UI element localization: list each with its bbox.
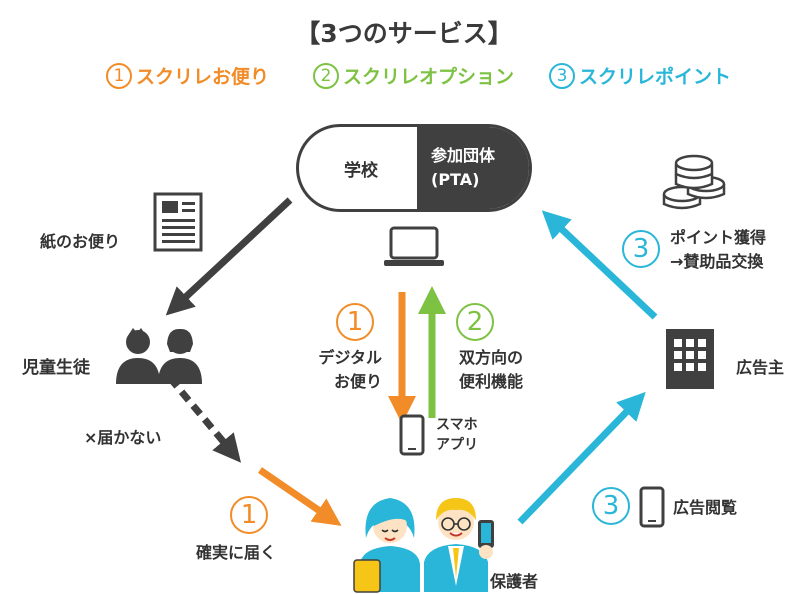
document-icon bbox=[153, 192, 203, 252]
guardians-icon bbox=[353, 498, 494, 593]
school-label: 学校 bbox=[344, 160, 378, 181]
digital-line2: お便り bbox=[333, 372, 382, 391]
service-1: 1 スクリレお便り bbox=[106, 62, 269, 89]
digital-line1: デジタル bbox=[318, 348, 382, 367]
digital-letter-label: デジタル お便り bbox=[298, 346, 382, 394]
pta-line1: 参加団体 bbox=[431, 146, 496, 165]
delivered-number: 1 bbox=[230, 496, 268, 534]
service-1-number: 1 bbox=[106, 62, 132, 89]
points-number: 3 bbox=[622, 230, 660, 268]
app-line1: スマホ bbox=[436, 417, 478, 433]
guardian-label: 保護者 bbox=[490, 572, 539, 591]
points-label: ポイント獲得 →賛助品交換 bbox=[670, 226, 766, 274]
not-delivered-label: ×届かない bbox=[84, 428, 162, 447]
smartphone-icon bbox=[399, 414, 425, 456]
school-pta-node: 学校 参加団体 (PTA) bbox=[296, 124, 532, 212]
building-icon bbox=[666, 329, 714, 389]
bidir-line2: 便利機能 bbox=[459, 372, 524, 391]
arrow-children-not-delivered bbox=[167, 375, 241, 463]
bidir-line1: 双方向の bbox=[459, 348, 524, 367]
points-line1: ポイント獲得 bbox=[670, 228, 767, 247]
digital-number: 1 bbox=[336, 303, 374, 341]
ad-view-label: 広告閲覧 bbox=[673, 498, 738, 517]
service-2-number: 2 bbox=[313, 62, 339, 89]
coins-icon bbox=[662, 154, 726, 210]
service-3: 3 スクリレポイント bbox=[549, 62, 731, 89]
page-title: 【3つのサービス】 bbox=[295, 19, 513, 48]
service-3-label: スクリレポイント bbox=[579, 66, 732, 88]
delivered-label: 確実に届く bbox=[196, 543, 277, 562]
laptop-icon bbox=[384, 226, 444, 266]
smartphone-ad-icon bbox=[639, 486, 665, 528]
arrow-school-to-children bbox=[165, 197, 293, 316]
service-2-label: スクリレオプション bbox=[343, 66, 515, 88]
bidir-label: 双方向の 便利機能 bbox=[459, 346, 523, 394]
app-label: スマホ アプリ bbox=[436, 415, 478, 455]
service-1-label: スクリレお便り bbox=[136, 66, 270, 88]
points-line2: →賛助品交換 bbox=[670, 252, 764, 271]
ad-view-number: 3 bbox=[592, 487, 630, 525]
children-icon bbox=[116, 328, 202, 384]
paper-letter-label: 紙のお便り bbox=[40, 232, 121, 251]
pta-line2: (PTA) bbox=[431, 170, 480, 189]
children-label: 児童生徒 bbox=[22, 358, 90, 378]
pta-label: 参加団体 (PTA) bbox=[417, 127, 529, 209]
arrow-delivered-to-guardian bbox=[258, 467, 342, 526]
arrow-advertiser-to-pta bbox=[541, 210, 658, 320]
app-line2: アプリ bbox=[436, 437, 478, 453]
arrow-guardian-to-advertiser bbox=[517, 391, 646, 525]
service-2: 2 スクリレオプション bbox=[313, 62, 514, 89]
service-3-number: 3 bbox=[549, 62, 575, 89]
bidir-number: 2 bbox=[456, 303, 494, 341]
advertiser-label: 広告主 bbox=[736, 358, 785, 377]
